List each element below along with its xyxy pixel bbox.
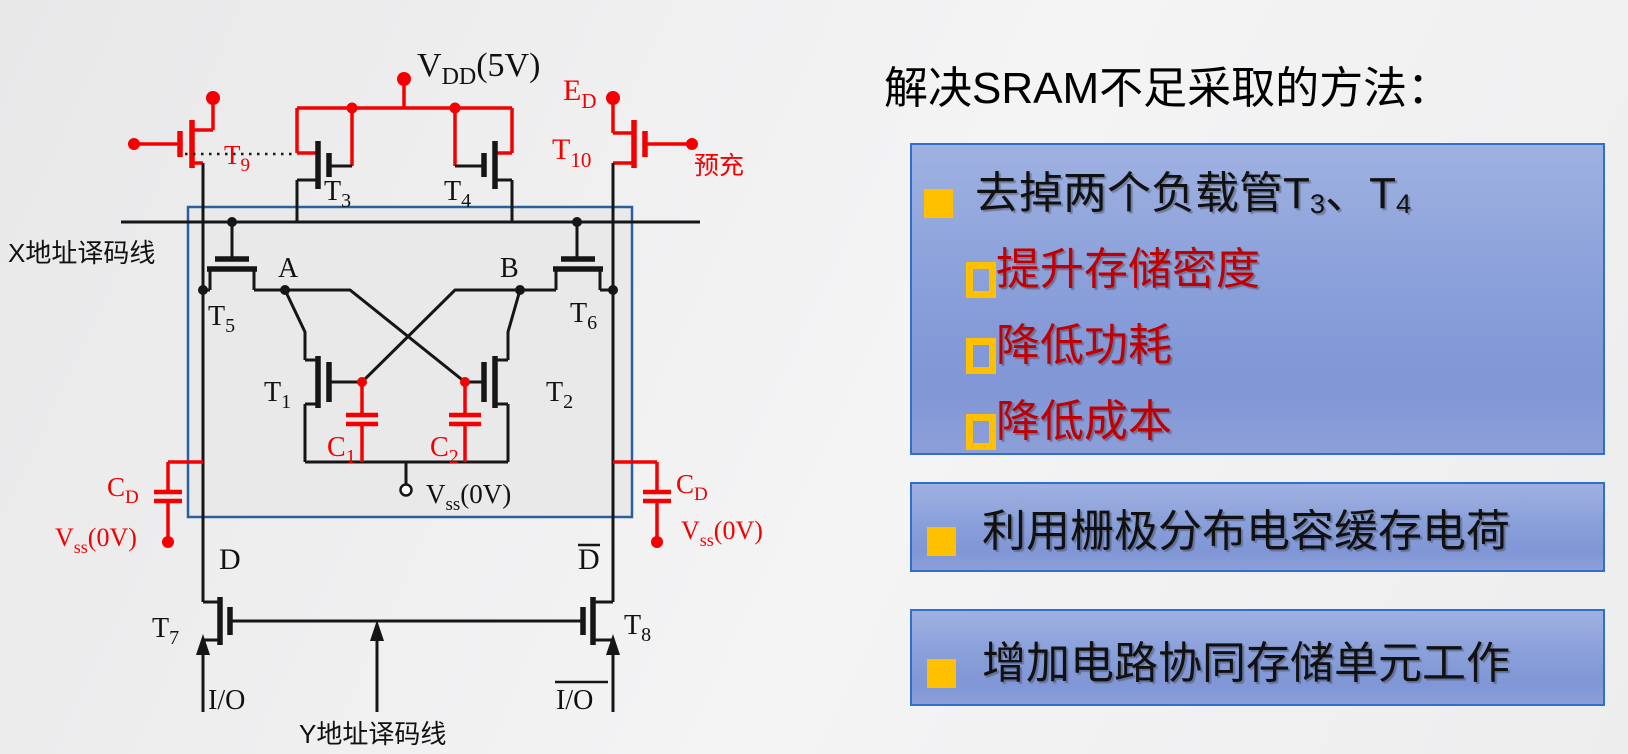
- transistor-t2: [465, 289, 522, 462]
- capacitor-c1: [346, 377, 378, 462]
- vdd-terminal-dot: [397, 72, 411, 86]
- method-item-1-text: 去掉两个负载管T3、T4: [975, 169, 1412, 219]
- method-item-1: 去掉两个负载管T3、T4: [924, 157, 1411, 221]
- vss-left-label: Vss(0V): [55, 523, 137, 557]
- t6-label: T6: [570, 298, 597, 334]
- precharge-terminal-dot: [686, 138, 698, 150]
- hollow-square-bullet-icon: [966, 413, 996, 450]
- t2-label: T2: [546, 377, 573, 413]
- method-item-2: 利用栅极分布电容缓存电荷: [927, 495, 1510, 559]
- method-sub-item-3-text: 降低成本: [996, 397, 1172, 446]
- vss-terminal-circle: [399, 483, 413, 497]
- cd-left-label: CD: [107, 472, 139, 508]
- bit-line-d-label: D: [219, 543, 241, 576]
- transistor-t4: [455, 141, 514, 222]
- c1-label: C1: [327, 432, 356, 468]
- t1-label: T1: [264, 377, 291, 413]
- c2-label: C2: [430, 432, 459, 468]
- t9-label: T9: [224, 140, 250, 176]
- ed-label: ED: [563, 74, 597, 113]
- method-item-3-text: 增加电路协同存储单元工作: [982, 639, 1510, 688]
- io-label: I/O: [208, 685, 245, 716]
- capacitor-cd-left: [154, 460, 203, 548]
- vdd-bus: [295, 72, 514, 166]
- bit-line-d-bar-label: D: [578, 543, 600, 576]
- t10-label: T10: [552, 133, 591, 172]
- capacitor-c2: [449, 377, 481, 462]
- page-title: 解决SRAM不足采取的方法：: [884, 64, 1452, 113]
- io-arrow: [196, 634, 210, 655]
- x-decoder-label: X地址译码线: [8, 238, 155, 268]
- y-decoder-arrow: [370, 620, 384, 712]
- vss-right-label: Vss(0V): [681, 516, 763, 550]
- method-sub-item-2-text: 降低功耗: [996, 321, 1172, 370]
- y-decoder-label: Y地址译码线: [299, 719, 446, 749]
- method-box-added-circuits: 增加电路协同存储单元工作: [910, 609, 1605, 706]
- filled-square-bullet-icon: [927, 659, 956, 689]
- dram-cell-circuit-diagram: VDD(5V) ED T10 预充 T9 T3 T4 X地址译码线 T5 T6 …: [8, 47, 763, 749]
- t3-label: T3: [324, 176, 351, 212]
- filled-square-bullet-icon: [924, 189, 953, 219]
- transistor-t10: [606, 91, 698, 168]
- transistor-t3: [295, 141, 352, 222]
- vss-rail: [305, 460, 508, 497]
- hollow-square-bullet-icon: [966, 261, 996, 298]
- precharge-label: 预充: [694, 152, 744, 180]
- node-a-label: A: [278, 253, 299, 284]
- method-item-2-text: 利用栅极分布电容缓存电荷: [982, 507, 1510, 556]
- vdd-label: VDD(5V): [417, 47, 540, 90]
- filled-square-bullet-icon: [927, 527, 956, 557]
- method-box-gate-capacitance: 利用栅极分布电容缓存电荷: [910, 482, 1605, 572]
- transistor-t8: [580, 597, 620, 712]
- transistor-t9: [128, 91, 220, 168]
- method-box-remove-loads: 去掉两个负载管T3、T4 提升存储密度 降低功耗 降低成本: [910, 143, 1605, 455]
- t7-label: T7: [152, 613, 179, 649]
- vss-center-label: Vss(0V): [426, 479, 511, 515]
- method-sub-item-2: 降低功耗: [966, 309, 1172, 374]
- transistor-t1: [283, 289, 362, 462]
- io-bar-label: I/O: [556, 685, 593, 716]
- t8-label: T8: [624, 610, 651, 646]
- hollow-square-bullet-icon: [966, 337, 996, 374]
- node-b-label: B: [500, 253, 519, 284]
- method-sub-item-3: 降低成本: [966, 385, 1172, 450]
- capacitor-cd-right: [613, 460, 671, 548]
- transistor-t6: [520, 222, 613, 292]
- method-sub-item-1-text: 提升存储密度: [996, 245, 1260, 294]
- memory-cell-boundary: [186, 205, 634, 519]
- io-bar-arrow: [606, 634, 620, 655]
- method-item-3: 增加电路协同存储单元工作: [927, 627, 1510, 691]
- cd-right-label: CD: [676, 469, 708, 505]
- t5-label: T5: [208, 301, 235, 337]
- t4-label: T4: [444, 176, 471, 212]
- transistor-t5: [203, 222, 285, 292]
- method-sub-item-1: 提升存储密度: [966, 233, 1260, 298]
